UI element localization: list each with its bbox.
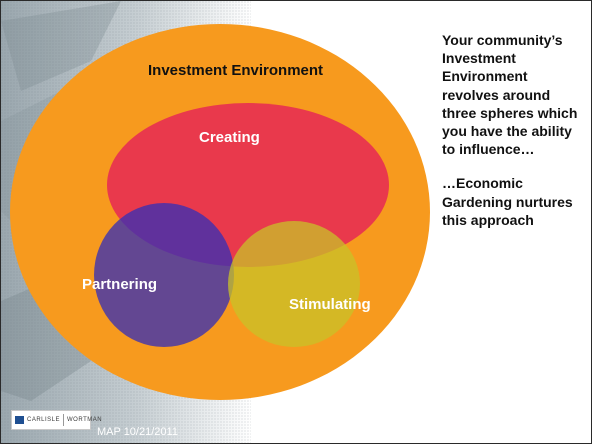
side-text: Your community’s Investment Environment …	[442, 31, 587, 245]
stimulating-sphere	[228, 221, 360, 347]
logo-divider	[63, 414, 65, 426]
footer-text: MAP 10/21/2011	[97, 426, 178, 438]
partnering-label: Partnering	[82, 276, 158, 293]
stimulating-label: Stimulating	[289, 296, 371, 313]
partnering-sphere	[94, 203, 234, 347]
carlisle-wortman-logo: CARLISLE WORTMAN	[11, 410, 102, 430]
investment-environment-label: Investment Environment	[148, 62, 324, 79]
logo-mark-icon	[15, 416, 24, 424]
spheres-diagram	[10, 24, 430, 400]
side-paragraph-2: …Economic Gardening nurtures this approa…	[442, 175, 573, 228]
side-paragraph-1: Your community’s Investment Environment …	[442, 32, 578, 158]
logo-text-right: WORTMAN	[67, 417, 103, 423]
logo-text-left: CARLISLE	[27, 417, 61, 423]
creating-label: Creating	[199, 129, 260, 146]
